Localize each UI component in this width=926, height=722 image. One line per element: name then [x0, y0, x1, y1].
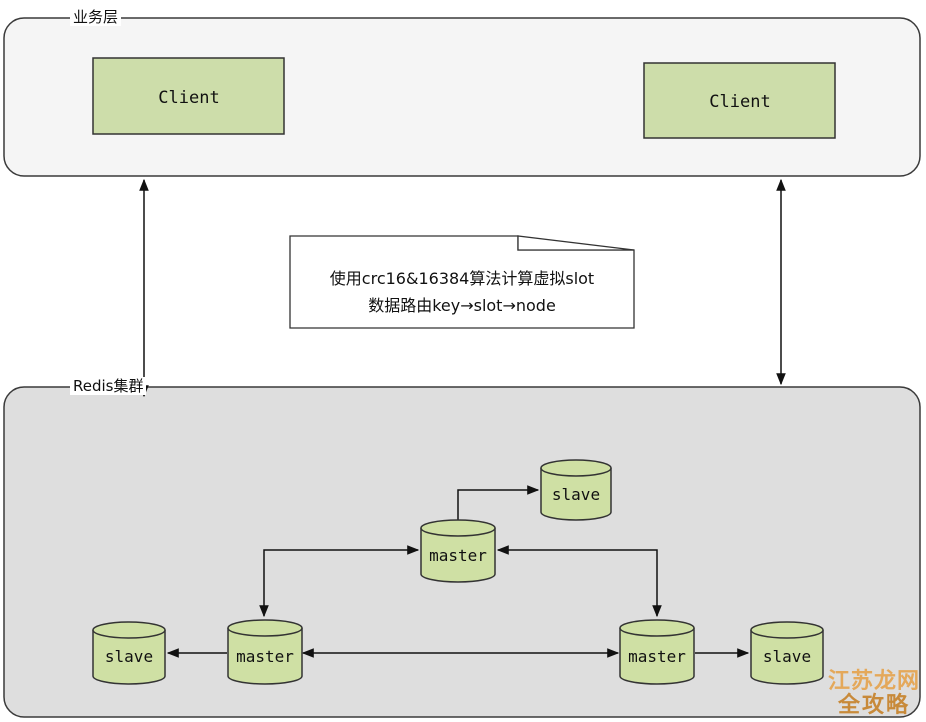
watermark-line2: 全攻略 [837, 693, 910, 718]
routing-note-line2: 数据路由key→slot→node [368, 296, 556, 315]
routing-note-line1: 使用crc16&16384算法计算虚拟slot [330, 269, 594, 288]
master-center-label: master [429, 546, 487, 565]
slave-top-label: slave [552, 485, 600, 504]
slave-left-label: slave [105, 647, 153, 666]
slave-right-label: slave [763, 647, 811, 666]
redis-cluster-label: Redis集群 [70, 377, 147, 395]
master-left-label: master [236, 647, 294, 666]
client-label-right: Client [709, 92, 770, 112]
link-master-center-master-right [496, 545, 662, 618]
slave-node-top[interactable]: slave [540, 459, 612, 521]
link-master-center-master-left [259, 545, 420, 618]
watermark-logo: 江苏龙网 全攻略 [828, 670, 920, 718]
master-node-right[interactable]: master [619, 619, 695, 685]
client-box-right[interactable] [643, 62, 836, 139]
link-master-center-slave-top [457, 485, 540, 520]
watermark-line1: 江苏龙网 [827, 669, 920, 694]
master-node-left[interactable]: master [227, 619, 303, 685]
business-layer-label: 业务层 [70, 8, 122, 26]
client-label-left: Client [158, 88, 219, 108]
master-node-center[interactable]: master [420, 519, 496, 583]
client-box-left[interactable] [92, 57, 285, 135]
slave-node-left[interactable]: slave [92, 621, 166, 685]
master-right-label: master [628, 647, 686, 666]
slave-node-right[interactable]: slave [750, 621, 824, 685]
note-fold-icon [517, 235, 635, 251]
